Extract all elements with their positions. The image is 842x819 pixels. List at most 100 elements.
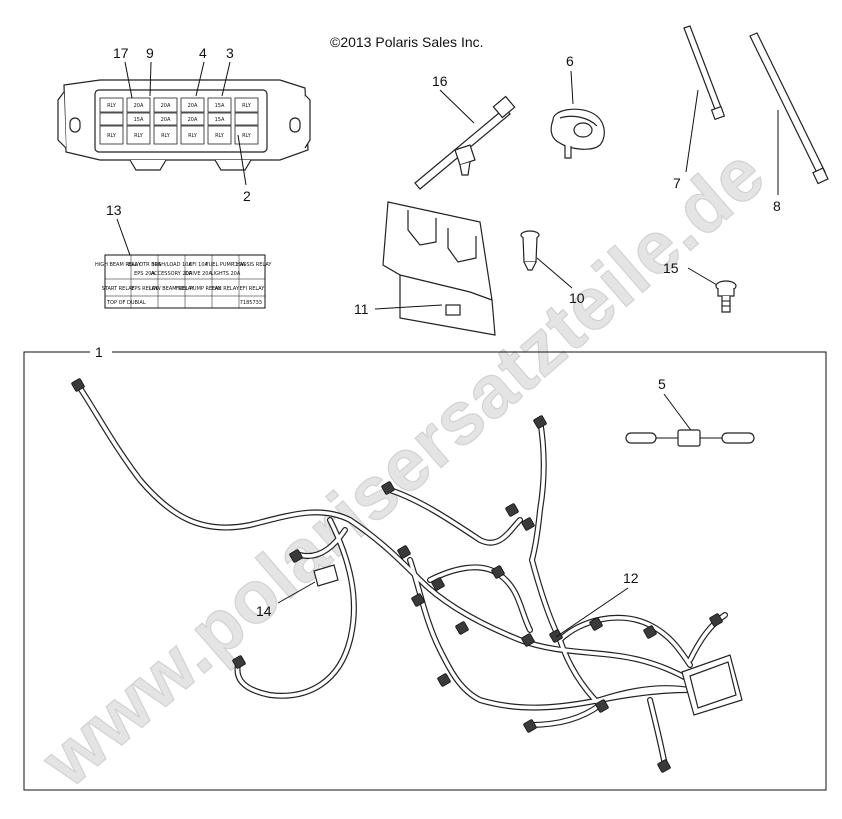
leader-11	[374, 304, 443, 310]
fuse-slot-label: 15A	[215, 117, 225, 123]
decal-label: EFI RELAY	[240, 286, 266, 292]
leader-13	[116, 218, 132, 259]
callout-14: 14	[256, 603, 272, 619]
leader-12	[555, 587, 629, 638]
callout-15: 15	[663, 260, 679, 276]
harness-connector	[491, 565, 505, 579]
fuse-slot	[99, 112, 124, 126]
harness-connector	[657, 759, 671, 773]
fuse-slot-label: RLY	[242, 133, 252, 139]
harness-connector	[455, 621, 469, 635]
fuse-slot	[207, 125, 232, 145]
decal-label: BRSH/LOAD 10A	[151, 262, 192, 268]
fuse-slot-label: RLY	[161, 133, 171, 139]
fuse-slot-label: 20A	[188, 117, 198, 123]
leader-4	[195, 61, 205, 97]
decal-footer: TOP OF DUBIAL	[106, 300, 146, 306]
callout-1: 1	[95, 344, 103, 360]
mounting-bracket	[382, 201, 496, 336]
callout-7: 7	[673, 175, 681, 191]
harness-connector	[523, 719, 537, 733]
leader-10	[536, 257, 573, 289]
fuse-slot-label: RLY	[134, 133, 144, 139]
decal-label: LOW BEAM RELAY	[149, 286, 195, 292]
bolt	[715, 280, 737, 313]
fuse-slot	[180, 97, 205, 113]
decal-label: EPS 20A	[134, 271, 155, 277]
fuse-slot-label: RLY	[242, 103, 252, 109]
decal-label: FAN RELAY	[212, 286, 240, 292]
harness-connector	[411, 593, 425, 607]
harness-connector	[437, 673, 451, 687]
fuse-slot	[207, 112, 232, 126]
harness-connector	[505, 503, 519, 517]
leader-7	[685, 89, 699, 173]
fuse-slot-label: RLY	[188, 133, 198, 139]
decal-label: BAL OTR 30A	[128, 262, 162, 268]
fuse-slot	[234, 97, 259, 113]
harness-connector	[521, 517, 535, 531]
decal-label: HIGH BEAM RELAY	[95, 262, 142, 268]
retainer-clip	[550, 108, 605, 159]
callout-12: 12	[623, 570, 639, 586]
harness-connector	[381, 481, 395, 495]
relay	[313, 564, 339, 587]
leader-5	[663, 393, 694, 434]
decal-label: ACCESSORY 20A	[151, 271, 193, 277]
leader-17	[124, 61, 133, 99]
fuse-slot	[126, 125, 151, 145]
leader-14	[277, 581, 316, 604]
fuse-slot-label: RLY	[107, 103, 117, 109]
fuse-slot	[99, 125, 124, 145]
fuse-slot	[180, 125, 205, 145]
harness-connector	[289, 549, 303, 563]
fuse-slot	[234, 125, 259, 145]
fuse-slot	[126, 97, 151, 113]
harness-connector	[431, 577, 445, 591]
fuse-slot-label: 20A	[134, 103, 144, 109]
decal-label: EFI 10A	[189, 262, 208, 268]
fuse-slot-label: RLY	[215, 133, 225, 139]
fuse-slot	[234, 112, 259, 126]
decal-label: CHASSIS RELAY	[233, 262, 273, 268]
harness-connector	[232, 655, 246, 669]
harness-connector	[589, 617, 603, 631]
cable-tie-8	[749, 32, 829, 185]
fuse-slot	[153, 97, 178, 113]
fuse-slot	[180, 112, 205, 126]
fuse-slot	[126, 112, 151, 126]
leader-9	[149, 61, 152, 97]
fuse-slot-label: 15A	[134, 117, 144, 123]
fuse-slot-label: 15A	[215, 103, 225, 109]
leader-3	[221, 61, 231, 97]
harness-connector	[397, 545, 411, 559]
harness-connector	[71, 378, 85, 392]
leader-15	[687, 267, 718, 286]
inline-fuse-holder	[625, 429, 755, 447]
fuse-slot	[153, 125, 178, 145]
decal-label: LIGHTS 20A	[211, 271, 241, 277]
harness-frame	[23, 351, 827, 791]
fuse-slot	[207, 97, 232, 113]
harness-connector	[521, 633, 535, 647]
callout-2: 2	[243, 188, 251, 204]
fuse-slot-label: 20A	[188, 103, 198, 109]
callout-11: 11	[354, 301, 369, 317]
leader-6	[570, 70, 574, 105]
harness-connector	[595, 699, 609, 713]
callout-17: 17	[113, 45, 129, 61]
push-pin	[520, 230, 540, 271]
fuse-slot-label: 20A	[161, 103, 171, 109]
decal-part-number: 7185733	[240, 300, 262, 306]
copyright-text: ©2013 Polaris Sales Inc.	[330, 34, 484, 50]
harness-connector	[533, 415, 547, 429]
cable-tie-with-clip	[414, 95, 516, 190]
fuse-slot	[153, 112, 178, 126]
wiring-harness	[71, 378, 743, 773]
harness-connector	[709, 613, 723, 627]
